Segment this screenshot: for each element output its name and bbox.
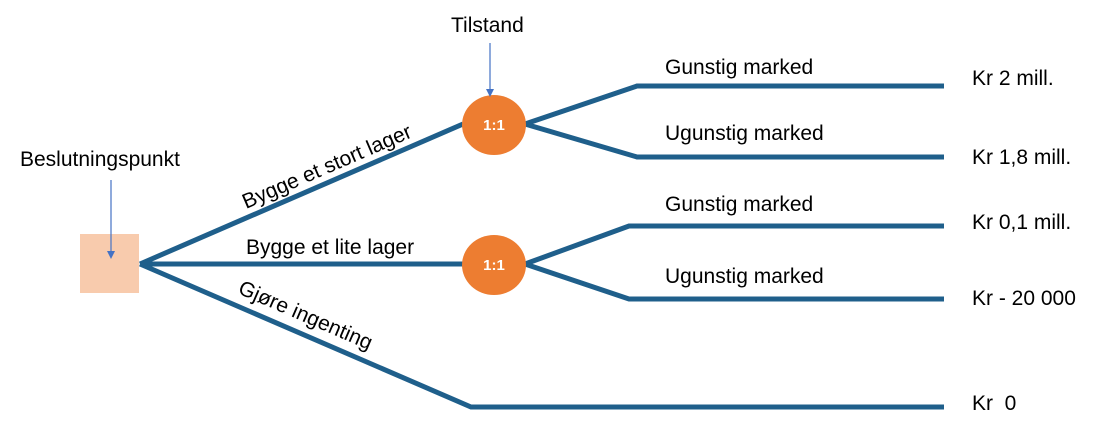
branch-line-outcome-favorable-small [524,223,944,267]
chance-node-small-label: 1:1 [483,257,505,274]
branch-line-outcome-unfavorable-large [524,121,944,160]
branch-label-large-warehouse: Bygge et stort lager [239,120,415,213]
payoff-unfavorable-small: Kr - 20 000 [972,287,1076,310]
outcome-label-favorable-small: Gunstig marked [665,193,813,216]
branch-line-large-warehouse [139,121,464,267]
decision-point-label: Beslutningspunkt [20,148,180,171]
decision-point-arrowhead [107,251,115,259]
annotation-arrows [107,43,494,259]
branch-line-do-nothing [139,261,944,410]
branch-line-outcome-unfavorable-small [524,261,944,302]
chance-node-large-circle [462,95,526,155]
branch-line-outcome-favorable-large [524,83,944,127]
chance-node-large-label: 1:1 [483,117,505,134]
branch-label-small-warehouse: Bygge et lite lager [246,236,414,259]
payoff-favorable-small: Kr 0,1 mill. [972,211,1071,234]
outcome-label-unfavorable-large: Ugunstig marked [665,122,824,145]
chance-node-large: 1:1 [462,95,526,155]
state-arrowhead [486,89,494,97]
outcome-label-unfavorable-small: Ugunstig marked [665,265,824,288]
chance-node-small-circle [462,235,526,295]
state-label: Tilstand [451,14,524,37]
payoff-do-nothing: Kr 0 [972,392,1016,415]
outcome-label-favorable-large: Gunstig marked [665,56,813,79]
branch-lines [139,83,944,410]
payoff-unfavorable-large: Kr 1,8 mill. [972,146,1071,169]
chance-node-small: 1:1 [462,235,526,295]
payoff-favorable-large: Kr 2 mill. [972,67,1054,90]
decision-node [80,234,139,293]
